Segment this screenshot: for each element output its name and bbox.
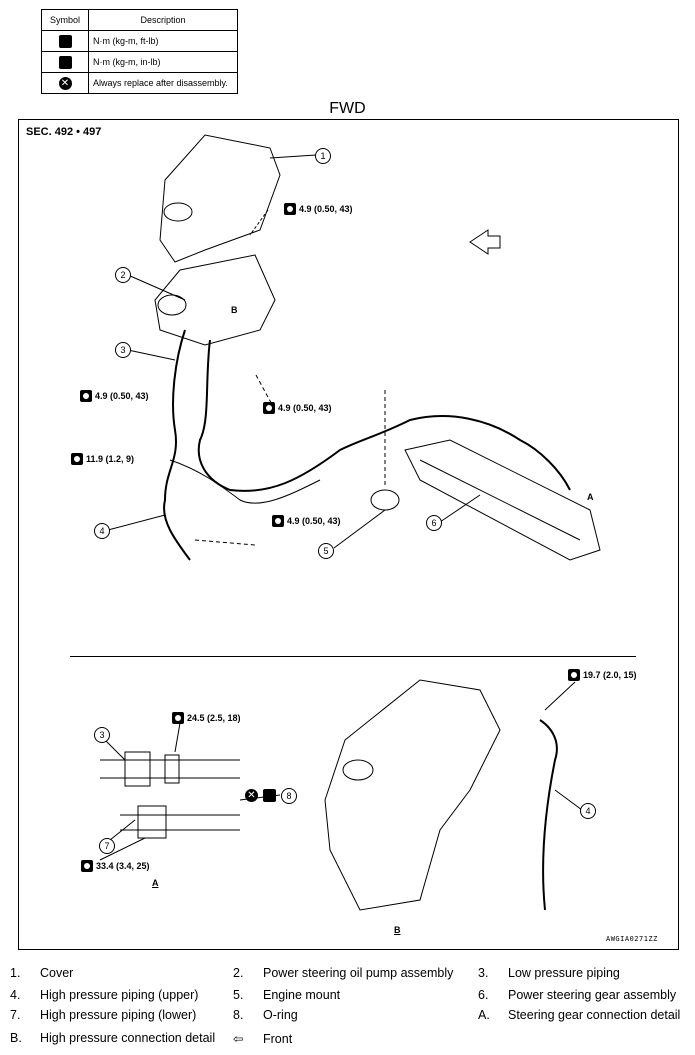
torque-wrench-small-icon (58, 55, 72, 69)
detail-a-pipes (100, 759, 240, 831)
front-arrow-icon: ⇦ (233, 1032, 244, 1046)
torque-wrench-icon (58, 34, 72, 48)
callout-6: 6 (426, 515, 442, 531)
section-reference: SEC. 492 • 497 (26, 126, 102, 138)
detail-a-nut (164, 754, 180, 784)
pump-body (154, 254, 276, 346)
torque-wrench-icon (81, 860, 93, 872)
torque-wrench-icon (568, 669, 580, 681)
callout-4: 4 (94, 523, 110, 539)
detail-a-label: A (152, 878, 159, 888)
torque-wrench-icon (71, 453, 83, 465)
callout-8: 8 (281, 788, 297, 804)
legend-description: Always replace after disassembly. (88, 72, 238, 94)
torque-label: 4.9 (0.50, 43) (80, 390, 149, 402)
torque-label: 19.7 (2.0, 15) (568, 669, 637, 681)
detail-b-pump-body (324, 679, 501, 911)
detail-a-fitting (124, 751, 151, 787)
engine-mount-shape (370, 489, 400, 511)
always-replace-icon: ✕ (245, 789, 258, 802)
detail-divider (70, 656, 636, 657)
steering-gear-body (404, 439, 601, 561)
detail-b-pipe (539, 719, 558, 911)
pipe-bracket (169, 459, 321, 504)
torque-wrench-icon (80, 390, 92, 402)
detail-b-label: B (394, 925, 401, 935)
torque-label: 4.9 (0.50, 43) (272, 515, 341, 527)
note-item: ⇦Front (233, 1032, 293, 1046)
torque-label: 4.9 (0.50, 43) (263, 402, 332, 414)
torque-label: 4.9 (0.50, 43) (284, 203, 353, 215)
callout-5: 5 (318, 543, 334, 559)
note-item: 2.Power steering oil pump assembly (233, 966, 454, 980)
note-item: 1.Cover (10, 966, 74, 980)
low-pressure-pipe (197, 339, 571, 492)
callout-1: 1 (315, 148, 331, 164)
cover-cap (163, 202, 193, 222)
callout-4: 4 (580, 803, 596, 819)
symbol-legend-table: Symbol Description N·m (kg-m, ft-lb) N·m… (41, 9, 238, 94)
arrow-b-label: B (231, 305, 238, 315)
image-code: AWGIA0271ZZ (606, 935, 658, 943)
steering-gear-rack (419, 459, 581, 541)
torque-wrench-icon (172, 712, 184, 724)
o-ring-icon (263, 789, 276, 802)
diagram-variant-title: FWD (329, 100, 366, 117)
front-arrow-icon (469, 229, 501, 255)
callout-3: 3 (115, 342, 131, 358)
note-item: B.High pressure connection detail (10, 1031, 216, 1045)
callout-7: 7 (99, 838, 115, 854)
cover-shape (159, 134, 281, 263)
pump-reservoir (157, 294, 187, 316)
callout-3: 3 (94, 727, 110, 743)
note-item: 6.Power steering gear assembly (478, 988, 677, 1002)
always-replace-icon: ✕ (58, 76, 72, 90)
note-item: 7.High pressure piping (lower) (10, 1008, 197, 1022)
note-item: 4.High pressure piping (upper) (10, 988, 199, 1002)
torque-label: 33.4 (3.4, 25) (81, 860, 150, 872)
torque-wrench-icon (263, 402, 275, 414)
torque-label: 11.9 (1.2, 9) (71, 453, 134, 465)
note-item: 8.O-ring (233, 1008, 298, 1022)
callout-2: 2 (115, 267, 131, 283)
torque-wrench-icon (272, 515, 284, 527)
note-item: 3.Low pressure piping (478, 966, 620, 980)
diagram-frame (18, 119, 679, 950)
detail-a-lower-fitting (137, 805, 167, 839)
arrow-a-label: A (587, 492, 594, 502)
note-item: 5.Engine mount (233, 988, 341, 1002)
detail-b-reservoir (342, 759, 374, 781)
note-item: A.Steering gear connection detail (478, 1008, 681, 1022)
high-pressure-pipe (163, 329, 191, 561)
torque-wrench-icon (284, 203, 296, 215)
torque-label: 24.5 (2.5, 18) (172, 712, 241, 724)
